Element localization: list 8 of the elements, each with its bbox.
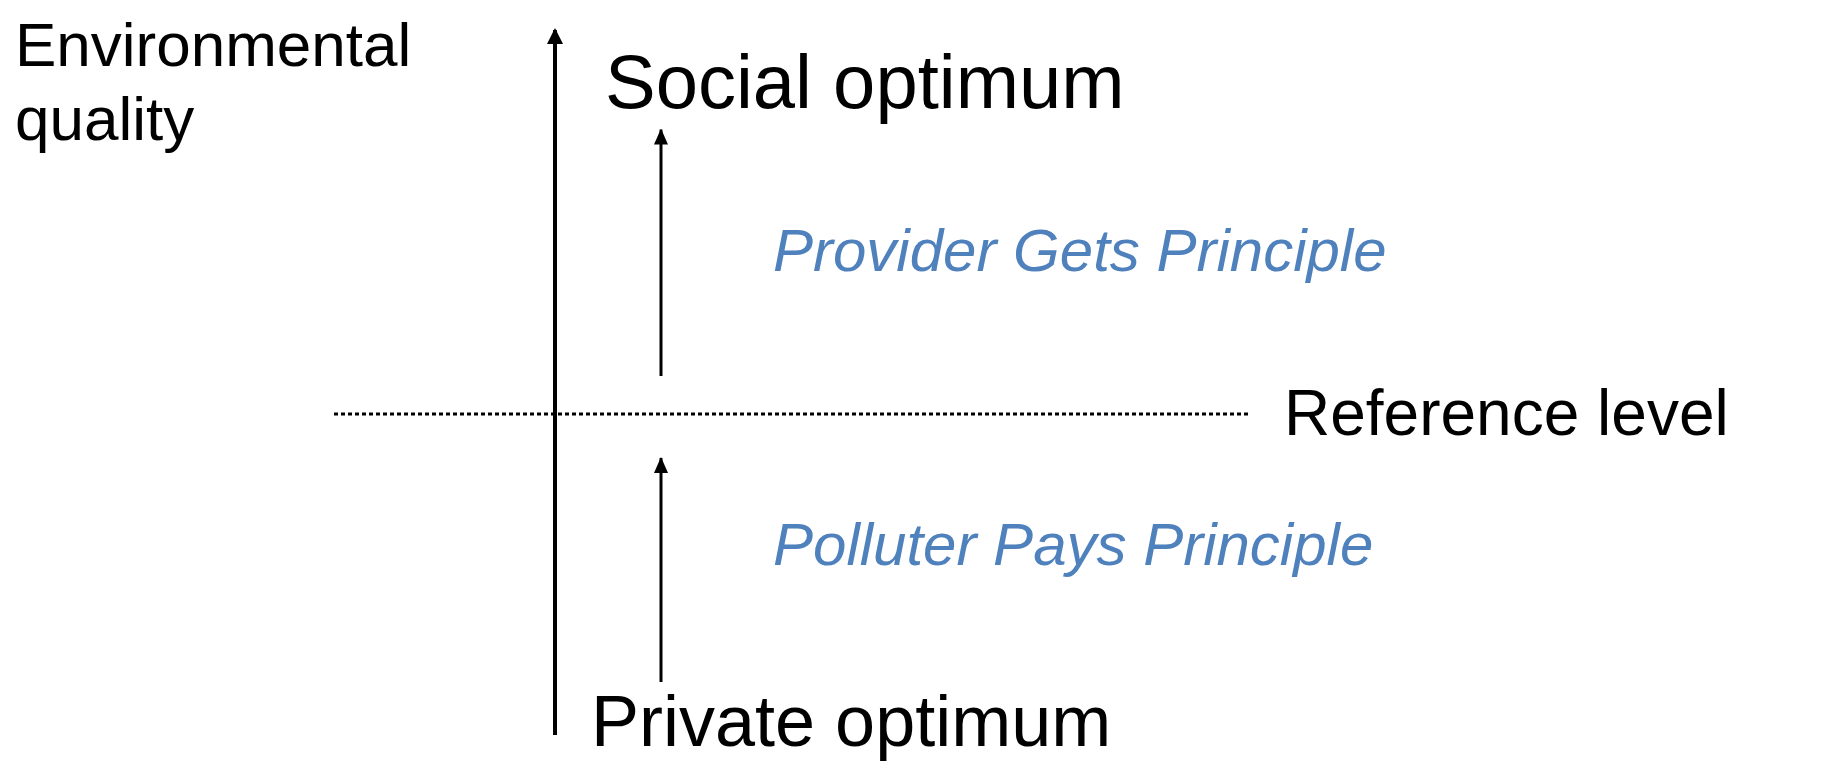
level-label: Reference level [1284,378,1729,449]
edge-label: Polluter Pays Principle [773,512,1374,578]
arrow [654,128,668,376]
edge-label: Provider Gets Principle [773,218,1387,284]
arrow [654,457,668,682]
level-label: Social optimum [605,40,1125,124]
axis-label: Environmental quality [15,9,413,156]
level-label: Private optimum [591,682,1112,762]
